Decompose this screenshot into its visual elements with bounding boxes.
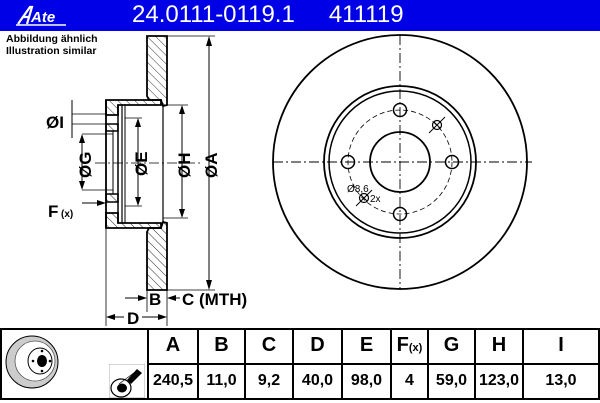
value-e: 98,0 [341, 363, 390, 398]
label-dim-a: ØA [202, 153, 221, 179]
label-dim-c: C (MTH) [182, 290, 247, 309]
label-dim-g: ØG [76, 152, 95, 178]
technical-drawing: ØI ØG ØE ØH ØA F (x) B C (MTH) D Ø8,6 2x [46, 34, 532, 328]
header-h: H [474, 328, 522, 363]
value-h: 123,0 [474, 363, 522, 398]
value-c: 9,2 [244, 363, 292, 398]
label-dim-f: F [48, 202, 58, 221]
label-hole-diameter: Ø8,6 [347, 184, 369, 195]
label-hole-count: 2x [370, 194, 381, 205]
article-number: 411119 [328, 1, 404, 28]
header-a: A [147, 328, 197, 363]
side-view-section: ØI ØG ØE ØH ØA F (x) B C (MTH) D [46, 35, 247, 328]
value-b: 11,0 [197, 363, 244, 398]
illustration-caption: Abbildung ähnlich Illustration similar [6, 33, 98, 57]
label-dim-f-sub: (x) [61, 209, 73, 220]
value-a: 240,5 [147, 363, 197, 398]
value-g: 59,0 [427, 363, 474, 398]
label-dim-d: D [127, 309, 139, 328]
header-b: B [197, 328, 244, 363]
table-divider [147, 363, 600, 365]
ate-logo-icon: Ate [16, 5, 66, 26]
header-g: G [427, 328, 474, 363]
caption-de: Abbildung ähnlich [6, 33, 98, 45]
header-i: I [522, 328, 598, 363]
label-dim-b: B [149, 290, 161, 309]
value-i: 13,0 [522, 363, 598, 398]
brake-disc-thumbnail-icon [5, 335, 59, 389]
header-e: E [341, 328, 390, 363]
header-bar: Ate 24.0111-0119.1 411119 [0, 0, 600, 31]
caption-en: Illustration similar [6, 45, 97, 57]
cleaning-spray-icon [109, 364, 145, 398]
part-number: 24.0111-0119.1 [132, 1, 295, 28]
value-d: 40,0 [292, 363, 341, 398]
product-image-cell [2, 330, 147, 398]
dimensions-table: A B C D E F(x) G H I 240,5 11,0 9,2 40,0… [0, 328, 600, 400]
header-f-sub: (x) [408, 342, 423, 354]
label-dim-i: ØI [46, 113, 64, 132]
value-f: 4 [390, 363, 427, 398]
front-view: Ø8,6 2x [272, 34, 532, 290]
header-c: C [244, 328, 292, 363]
label-dim-h: ØH [175, 153, 194, 179]
header-d: D [292, 328, 341, 363]
header-f: F(x) [390, 328, 427, 363]
page-title: 24.0111-0119.1 411119 [132, 1, 404, 29]
header-f-label: F [396, 334, 409, 356]
brand-text: Ate [30, 9, 55, 26]
label-dim-e: ØE [132, 151, 151, 176]
